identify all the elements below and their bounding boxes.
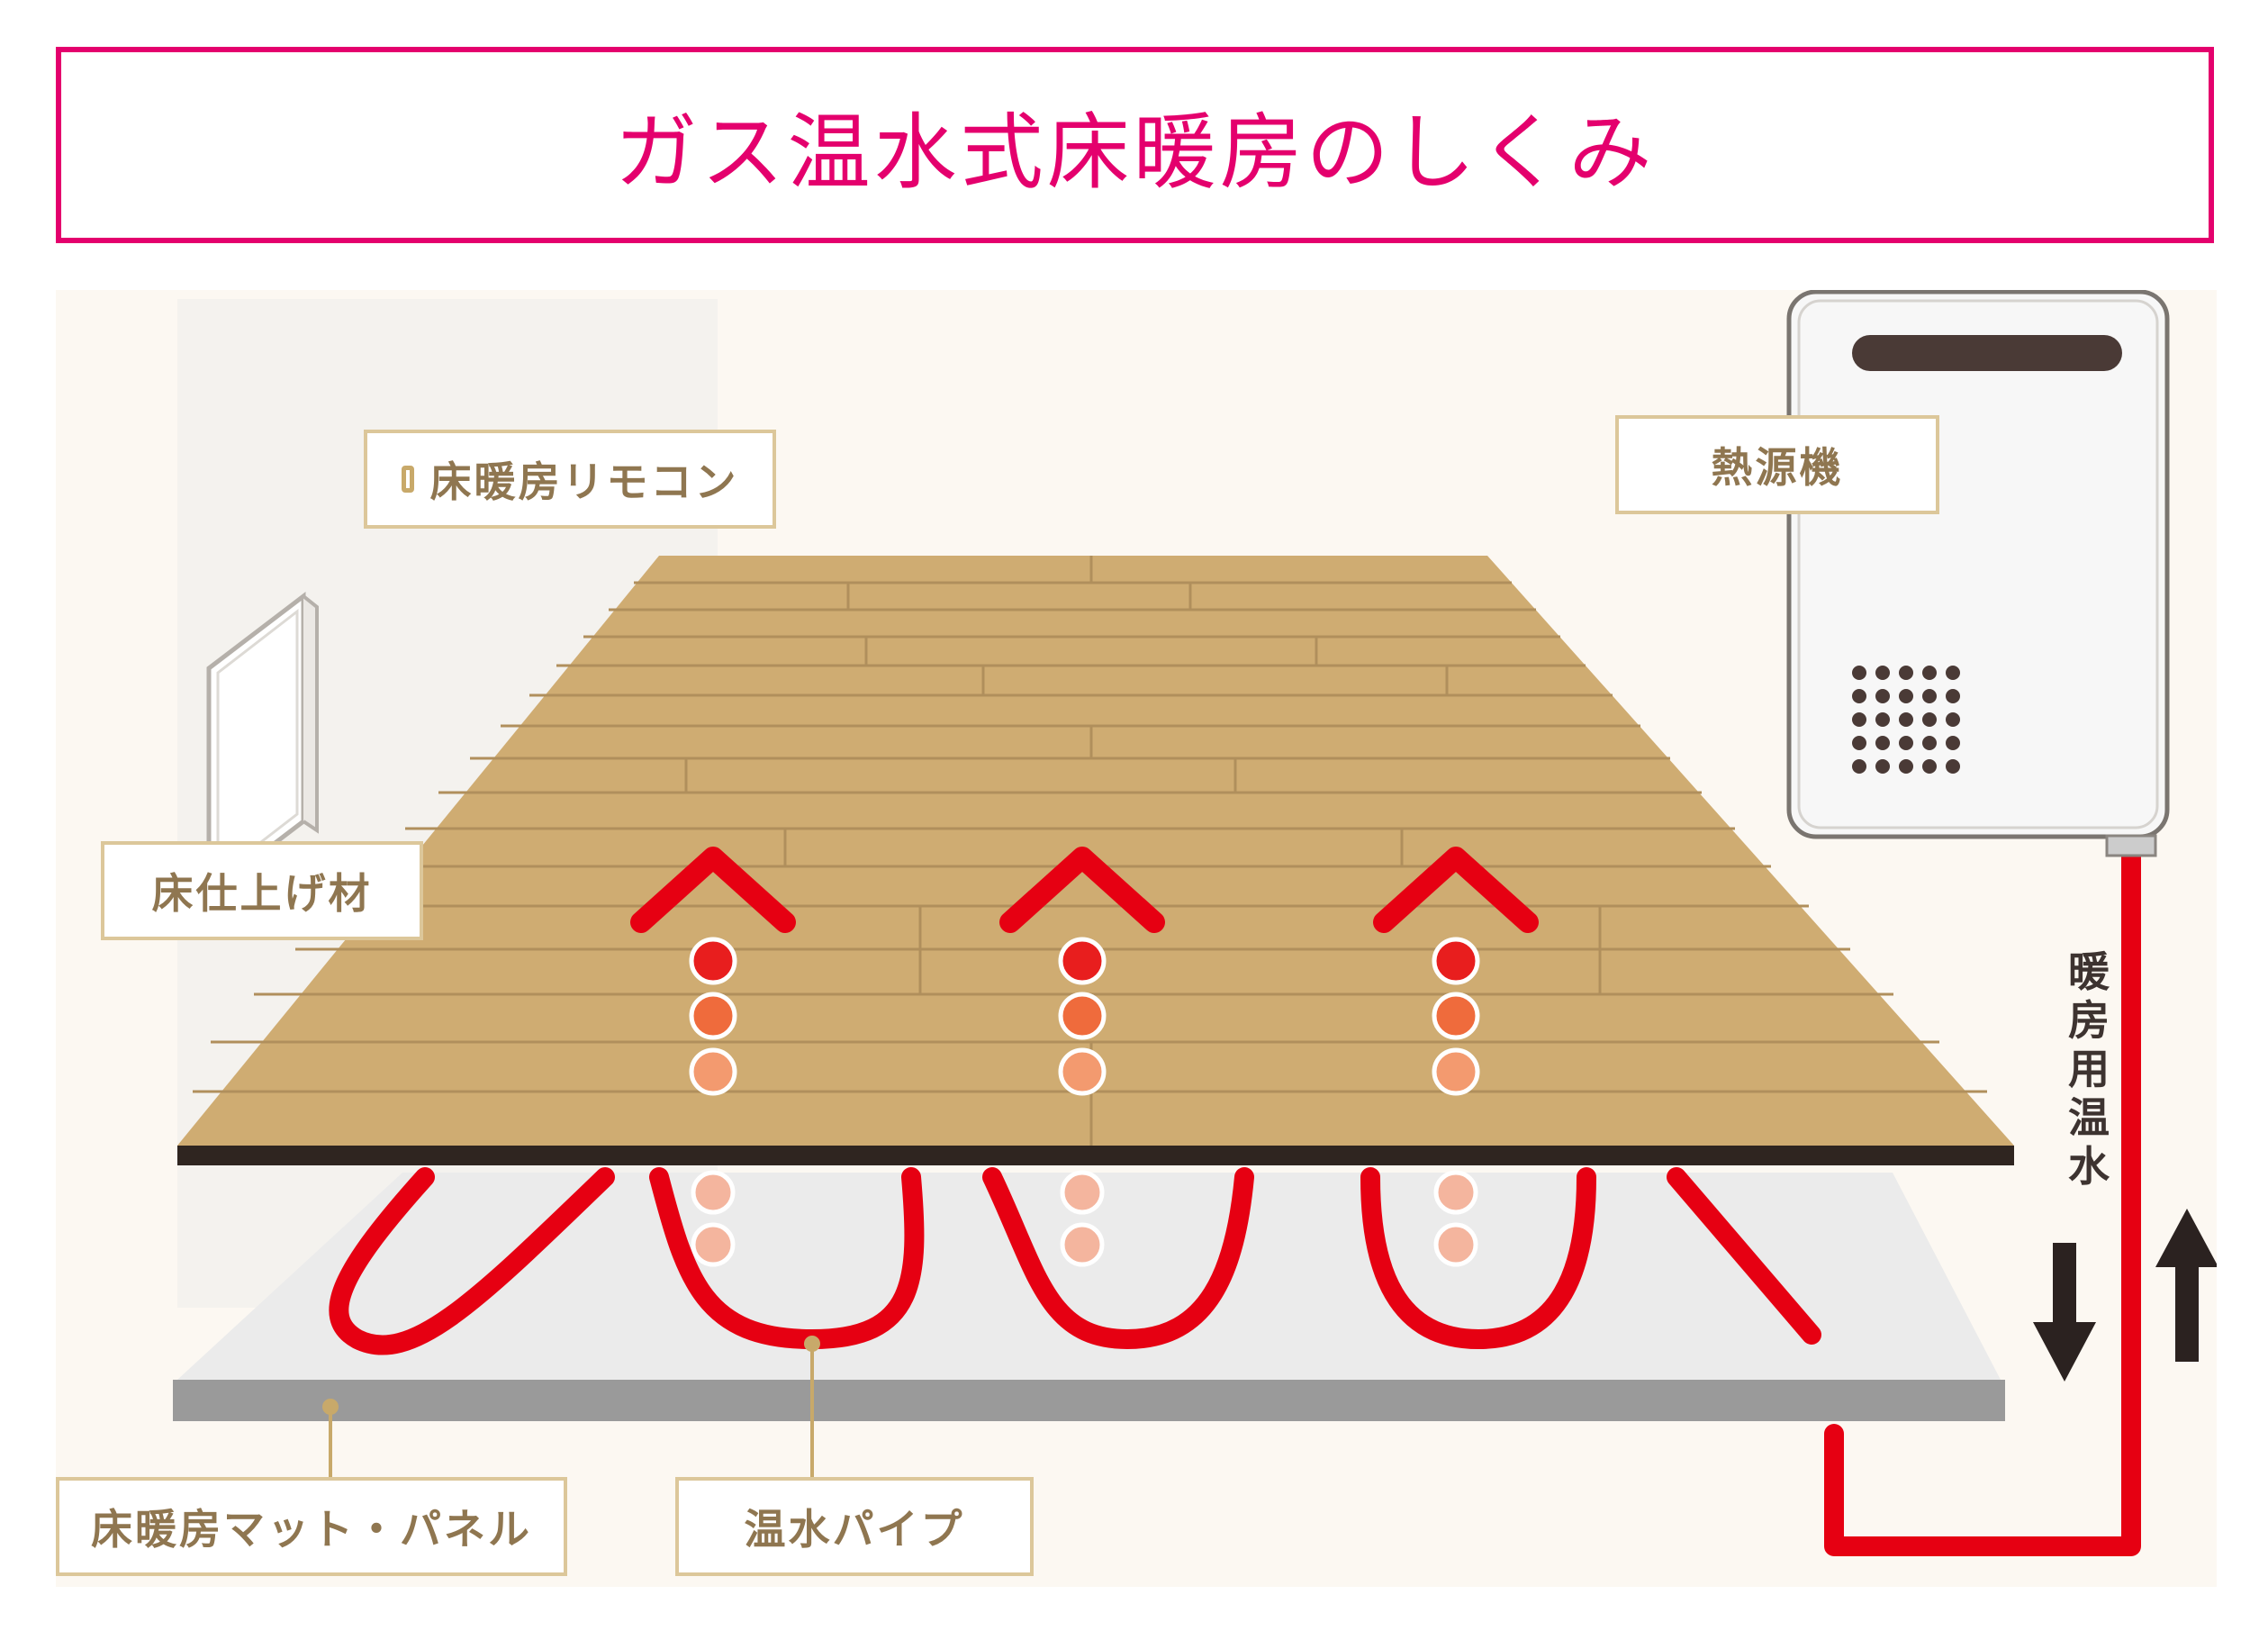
diagram-area: 床暖房リモコン 熱源機 床仕上げ材 床暖房マット・パネル 温水パイプ 暖 房 用… (56, 290, 2217, 1587)
label-heat-source-text: 熱源機 (1711, 443, 1844, 492)
label-hot-water: 暖 房 用 温 水 (2068, 947, 2110, 1191)
water-heater-icon (1786, 290, 2170, 857)
label-mat-panel: 床暖房マット・パネル (56, 1477, 567, 1576)
diagram-svg (173, 290, 2217, 1556)
label-pipe-text: 温水パイプ (744, 1505, 965, 1554)
floor-slab (177, 556, 2014, 1165)
heat-dots-lower (691, 1170, 1478, 1267)
leader-lines (322, 1336, 820, 1479)
title-box: ガス温水式床暖房のしくみ (56, 47, 2214, 243)
down-arrow-icon (2033, 1243, 2096, 1382)
label-remote: 床暖房リモコン (364, 430, 776, 529)
heat-dots-upper (689, 937, 1480, 1096)
label-remote-text: 床暖房リモコン (429, 458, 739, 506)
label-pipe: 温水パイプ (675, 1477, 1034, 1576)
remote-mark-icon (401, 466, 414, 493)
mat-edge (173, 1380, 2005, 1421)
label-floor-finish: 床仕上げ材 (101, 841, 423, 940)
label-heat-source: 熱源機 (1615, 415, 1939, 514)
wall-remote-icon (206, 591, 319, 899)
label-floor-finish-text: 床仕上げ材 (151, 869, 373, 918)
heat-up-arrow-icon (630, 847, 1539, 933)
page-title: ガス温水式床暖房のしくみ (614, 104, 1656, 201)
floor-boards (193, 556, 1987, 1146)
label-mat-panel-text: 床暖房マット・パネル (91, 1505, 532, 1554)
up-arrow-icon (2155, 1209, 2217, 1362)
